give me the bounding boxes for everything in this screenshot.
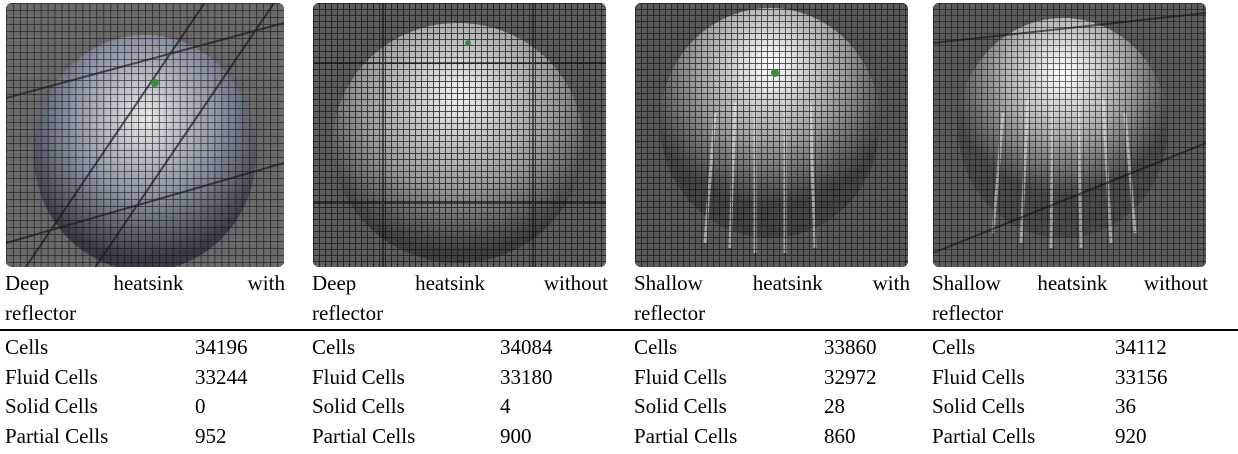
stat-row-fluid-cells: Fluid Cells 33156 xyxy=(932,363,1208,393)
mesh-render-image xyxy=(313,3,606,267)
mesh-render-image xyxy=(6,3,284,267)
stat-row-solid-cells: Solid Cells 36 xyxy=(932,392,1208,422)
stat-value: 33156 xyxy=(1115,364,1168,389)
caption-word: reflector xyxy=(634,301,706,325)
stat-row-solid-cells: Solid Cells 0 xyxy=(5,392,285,422)
caption-word: Shallow xyxy=(634,271,703,295)
stat-label: Solid Cells xyxy=(5,394,98,418)
stat-value: 4 xyxy=(500,394,511,418)
stat-value: 33860 xyxy=(824,335,877,359)
caption-word: Deep xyxy=(5,271,50,295)
panel-caption: Deep heatsink with reflector xyxy=(5,268,285,328)
panel-caption: Shallow heatsink without reflector xyxy=(932,268,1208,328)
stat-row-cells: Cells 34112 xyxy=(932,333,1208,363)
stat-value: 33180 xyxy=(500,364,553,389)
caption-word: reflector xyxy=(312,301,384,325)
stat-row-cells: Cells 34196 xyxy=(5,333,285,363)
stat-row-partial-cells: Partial Cells 952 xyxy=(5,422,285,452)
stat-label: Fluid Cells xyxy=(932,364,1025,389)
stat-label: Partial Cells xyxy=(312,423,416,448)
stats-table: Cells 34084 Fluid Cells 33180 Solid Cells 4… xyxy=(312,333,608,451)
caption-word: heatsink xyxy=(1037,271,1108,295)
stats-table: Cells 33860 Fluid Cells 32972 Solid Cells 2… xyxy=(634,333,910,451)
stat-label: Fluid Cells xyxy=(5,364,98,389)
stat-row-solid-cells: Solid Cells 28 xyxy=(634,392,910,422)
mesh-render-image xyxy=(635,3,908,267)
stat-label: Cells xyxy=(5,335,49,359)
stat-label: Cells xyxy=(932,335,976,359)
stat-label: Fluid Cells xyxy=(634,364,727,389)
stat-value: 860 xyxy=(824,423,856,448)
stat-label: Solid Cells xyxy=(932,394,1025,418)
caption-word: with xyxy=(247,271,285,295)
stats-table: Cells 34196 Fluid Cells 33244 Solid Cells 0… xyxy=(5,333,285,451)
stat-value: 34084 xyxy=(500,335,553,359)
stats-table: Cells 34112 Fluid Cells 33156 Solid Cells 3… xyxy=(932,333,1208,451)
stat-value: 33244 xyxy=(195,364,248,389)
stat-label: Cells xyxy=(634,335,678,359)
mesh-render-image xyxy=(933,3,1206,267)
caption-word: Shallow xyxy=(932,271,1001,295)
stat-label: Partial Cells xyxy=(5,423,109,448)
stat-row-partial-cells: Partial Cells 860 xyxy=(634,422,910,452)
table-divider xyxy=(0,329,1238,331)
caption-word: reflector xyxy=(932,301,1004,325)
stat-label: Partial Cells xyxy=(932,423,1036,448)
stat-value: 34112 xyxy=(1115,335,1167,359)
stat-row-cells: Cells 33860 xyxy=(634,333,910,363)
caption-word: without xyxy=(543,271,608,295)
panel-caption: Shallow heatsink with reflector xyxy=(634,268,910,328)
stat-row-partial-cells: Partial Cells 900 xyxy=(312,422,608,452)
stat-label: Fluid Cells xyxy=(312,364,405,389)
caption-word: without xyxy=(1143,271,1208,295)
stat-value: 28 xyxy=(824,394,845,418)
caption-word: reflector xyxy=(5,301,77,325)
stat-value: 952 xyxy=(195,423,227,448)
stat-value: 0 xyxy=(195,394,206,418)
stat-row-fluid-cells: Fluid Cells 33180 xyxy=(312,363,608,393)
stat-label: Partial Cells xyxy=(634,423,738,448)
stat-value: 32972 xyxy=(824,364,877,389)
caption-word: heatsink xyxy=(415,271,486,295)
caption-word: Deep xyxy=(312,271,357,295)
stat-value: 34196 xyxy=(195,335,248,359)
stat-label: Cells xyxy=(312,335,356,359)
panel-caption: Deep heatsink without reflector xyxy=(312,268,608,328)
caption-word: heatsink xyxy=(113,271,184,295)
stat-row-solid-cells: Solid Cells 4 xyxy=(312,392,608,422)
stat-label: Solid Cells xyxy=(634,394,727,418)
stat-row-fluid-cells: Fluid Cells 32972 xyxy=(634,363,910,393)
stat-value: 920 xyxy=(1115,423,1147,448)
stat-value: 900 xyxy=(500,423,532,448)
stat-row-cells: Cells 34084 xyxy=(312,333,608,363)
stat-row-fluid-cells: Fluid Cells 33244 xyxy=(5,363,285,393)
stat-row-partial-cells: Partial Cells 920 xyxy=(932,422,1208,452)
caption-word: with xyxy=(872,271,910,295)
stat-label: Solid Cells xyxy=(312,394,405,418)
caption-word: heatsink xyxy=(752,271,823,295)
stat-value: 36 xyxy=(1115,394,1136,418)
